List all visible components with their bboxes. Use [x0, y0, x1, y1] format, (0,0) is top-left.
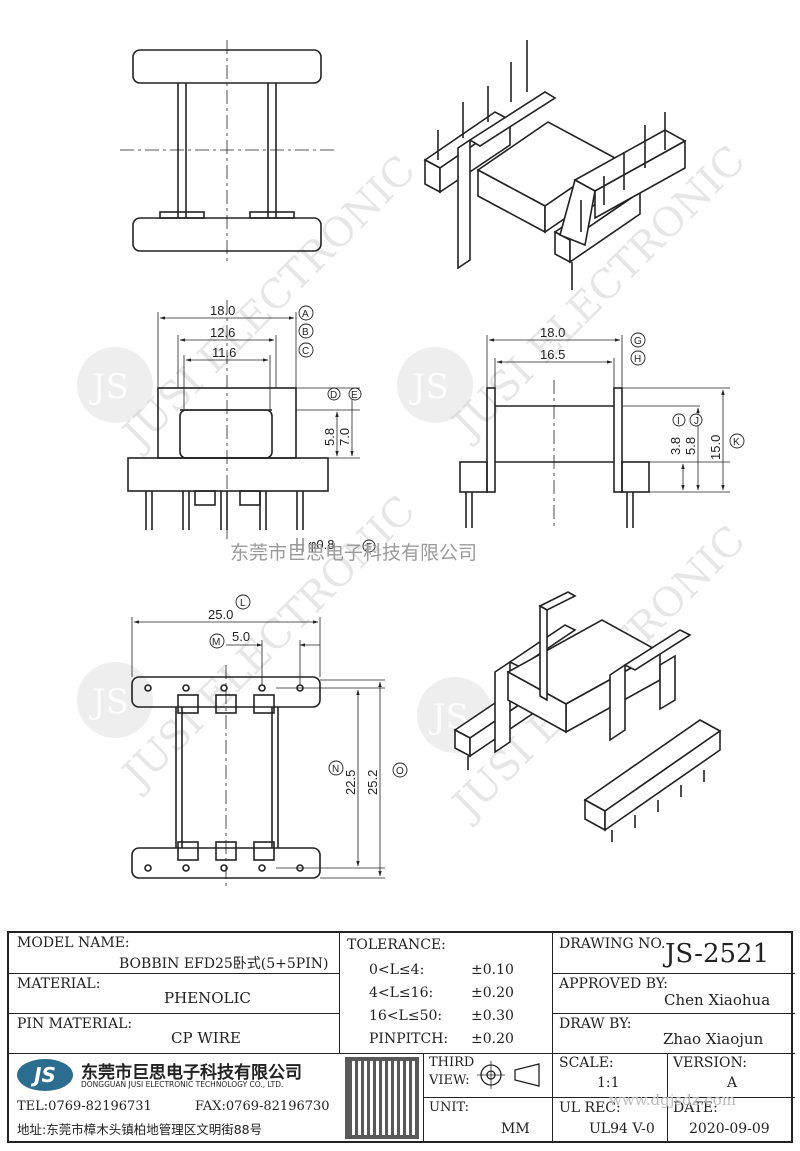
svg-text:G: G [634, 336, 642, 347]
date-label: DATE: [673, 1100, 718, 1116]
ul-rec-value: UL94 V-0 [589, 1121, 655, 1137]
front-view-dim-texts: 18.0 12.6 11.6 5.8 7.0 φ0.8 [210, 303, 352, 552]
tolerance-value: ±0.20 [471, 1031, 514, 1047]
title-block: MODEL NAME: BOBBIN EFD25卧式(5+5PIN) MATER… [7, 931, 795, 1143]
bubble-letters: A B C D E F G H I J K L M N O [212, 309, 740, 777]
watermark-brand-3: JUSI ELECTRONIC [112, 487, 425, 800]
pin-material-label: PIN MATERIAL: [17, 1016, 133, 1032]
tolerance-value: ±0.30 [471, 1008, 514, 1024]
tolerance-range: PINPITCH: [369, 1031, 449, 1047]
company-name-en: DONGGUAN JUSI ELECTRONIC TECHNOLOGY CO.,… [81, 1080, 284, 1089]
watermark-logo-3: JS [77, 662, 153, 738]
company-address: 地址:东莞市樟木头镇柏地管理区文明街88号 [17, 1122, 263, 1137]
scale-value: 1:1 [597, 1075, 620, 1091]
svg-text:JS: JS [89, 682, 129, 722]
date-value: 2020-09-09 [689, 1121, 770, 1137]
tolerance-label: TOLERANCE: [347, 937, 446, 953]
svg-text:JS: JS [89, 367, 129, 407]
tolerance-value: ±0.20 [471, 985, 514, 1001]
model-name-label: MODEL NAME: [17, 935, 130, 951]
svg-text:I: I [677, 416, 680, 427]
svg-text:JS: JS [409, 367, 449, 407]
svg-text:C: C [302, 346, 309, 357]
company-tel: TEL:0769-82196731 [17, 1099, 152, 1114]
svg-text:J: J [694, 416, 699, 427]
approved-by-value: Chen Xiaohua [664, 991, 771, 1009]
dim-I: 3.8 [668, 437, 683, 455]
svg-text:O: O [396, 766, 404, 777]
svg-text:D: D [330, 390, 337, 401]
watermark-logo-1: JS [77, 347, 153, 423]
dim-N: 22.5 [343, 770, 358, 795]
dim-O: 25.2 [365, 770, 380, 795]
isometric-view-top [423, 40, 687, 290]
svg-text:K: K [733, 437, 740, 448]
unit-value: MM [501, 1121, 530, 1137]
dim-G: 18.0 [540, 325, 565, 340]
dim-C: 11.6 [212, 345, 236, 360]
bottom-view [131, 617, 385, 890]
company-fax: FAX:0769-82196730 [195, 1099, 330, 1114]
svg-text:F: F [366, 542, 372, 553]
top-view [120, 40, 335, 262]
dim-F: φ0.8 [308, 537, 335, 552]
svg-text:E: E [351, 390, 358, 401]
dim-M: 5.0 [232, 629, 250, 644]
tolerance-range: 16<L≤50: [369, 1008, 443, 1024]
tolerance-range: 4<L≤16: [369, 985, 434, 1001]
ul-rec-label: UL REC: [559, 1100, 621, 1116]
version-value: A [727, 1075, 738, 1091]
draw-by-value: Zhao Xiaojun [663, 1030, 764, 1048]
tolerance-value: ±0.10 [471, 962, 514, 978]
third-view-label-2: VIEW: [429, 1073, 470, 1088]
side-view-dim-texts: 18.0 16.5 3.8 5.8 15.0 [540, 325, 723, 460]
watermark-logo-2: JS [397, 347, 473, 423]
pin-material-value: CP WIRE [171, 1029, 241, 1047]
third-view-label-1: THIRD [429, 1055, 475, 1070]
watermark-layer: JS JS JS JS JUSI ELECTRONIC JUSI ELECTRO… [77, 137, 754, 830]
isometric-view-bottom [453, 591, 722, 842]
version-label: VERSION: [673, 1055, 747, 1071]
svg-text:A: A [302, 309, 309, 320]
third-angle-projection-icon [477, 1061, 540, 1089]
unit-label: UNIT: [429, 1100, 470, 1115]
bubble-labels [209, 305, 745, 778]
svg-text:M: M [212, 637, 220, 648]
svg-text:H: H [634, 354, 641, 365]
side-view [459, 335, 730, 530]
dim-E: 7.0 [337, 428, 352, 446]
approved-by-label: APPROVED BY: [559, 976, 668, 992]
bottom-view-dim-texts: 25.0 5.0 22.5 25.2 [208, 607, 380, 795]
dim-D: 5.8 [322, 428, 337, 446]
svg-text:L: L [240, 598, 246, 609]
qr-code [345, 1057, 419, 1139]
tolerance-range: 0<L≤4: [369, 962, 425, 978]
material-label: MATERIAL: [17, 976, 101, 992]
front-view [127, 300, 360, 552]
company-logo: JS [17, 1059, 73, 1091]
dim-A: 18.0 [210, 303, 235, 318]
company-name-cn: 东莞市巨思电子科技有限公司 [81, 1063, 302, 1083]
website-watermark: www.dgjsdz.com [609, 1091, 736, 1109]
company-watermark: 东莞市巨思电子科技有限公司 [230, 542, 478, 564]
draw-by-label: DRAW BY: [559, 1016, 632, 1032]
drawing-no-value: JS-2521 [665, 939, 770, 969]
drawing-no-label: DRAWING NO. [559, 936, 666, 952]
dim-L: 25.0 [208, 607, 233, 622]
dim-B: 12.6 [210, 325, 235, 340]
dim-K: 15.0 [708, 435, 723, 460]
svg-text:N: N [332, 764, 339, 775]
scale-label: SCALE: [559, 1055, 614, 1071]
svg-text:B: B [302, 327, 309, 338]
dim-H: 16.5 [540, 347, 565, 362]
dim-J: 5.8 [683, 437, 698, 455]
material-value: PHENOLIC [164, 989, 251, 1007]
model-name-value: BOBBIN EFD25卧式(5+5PIN) [119, 956, 329, 972]
